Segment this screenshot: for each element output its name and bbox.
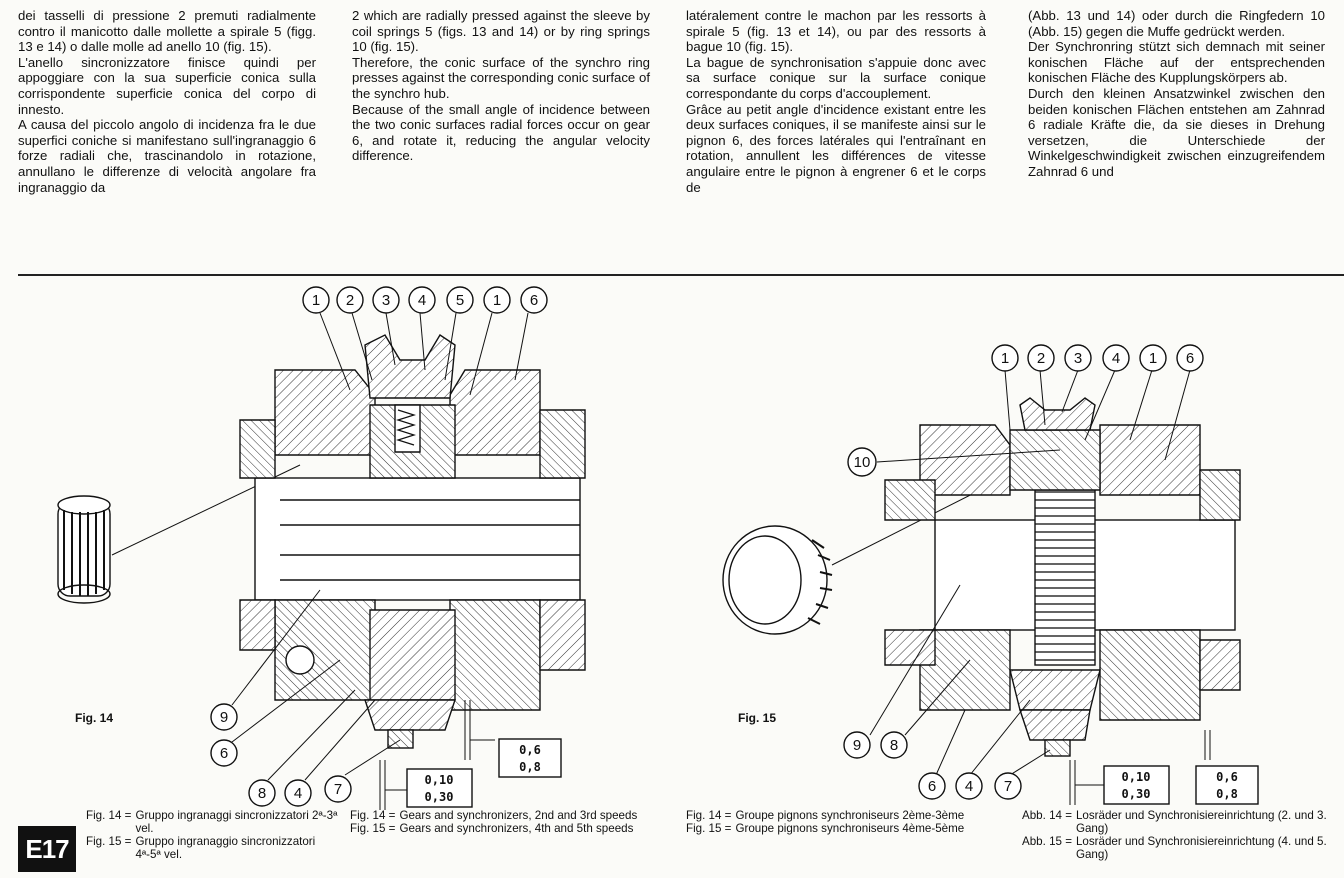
italian-caption: Fig. 14 =Gruppo ingranaggi sincronizzato… [86,809,342,861]
paragraph: Therefore, the conic surface of the sync… [352,54,650,101]
caption-value: Gears and synchronizers, 2nd and 3rd spe… [399,809,638,822]
paragraph: Der Synchronring stützt sich demnach mit… [1028,39,1325,86]
caption-value: Groupe pignons synchroniseurs 4ème-5ème [735,822,965,835]
caption-value: Losräder und Synchronisiereinrichtung (4… [1075,835,1327,861]
french-caption: Fig. 14 =Groupe pignons synchroniseurs 2… [686,809,986,835]
fig15-drawing [722,369,1241,805]
synchronizer-drawings [57,312,1241,810]
caption-key: Fig. 15 = [686,822,732,835]
german-text-column: (Abb. 13 und 14) oder durch die Ringfede… [1028,8,1325,180]
caption-value: Gruppo ingranaggio sincronizzatori 4ª-5ª… [135,835,316,861]
caption-key: Fig. 15 = [86,835,132,848]
caption-key: Abb. 14 = [1022,809,1072,822]
german-caption: Abb. 14 =Losräder und Synchronisiereinri… [1022,809,1334,861]
paragraph: A causa del piccolo angolo di incidenza … [18,117,316,195]
caption-key: Fig. 14 = [86,809,132,822]
caption-key: Fig. 14 = [350,809,396,822]
paragraph: Grâce au petit angle d'incidence existan… [686,101,986,195]
paragraph: Durch den kleinen Ansatzwinkel zwischen … [1028,85,1325,179]
paragraph: latéralement contre le machon par les re… [686,8,986,55]
italian-text-column: dei tasselli di pressione 2 premuti radi… [18,8,316,195]
english-caption: Fig. 14 =Gears and synchronizers, 2nd an… [350,809,660,835]
paragraph: L'anello sincronizzatore finisce quindi … [18,54,316,117]
paragraph: (Abb. 13 und 14) oder durch die Ringfede… [1028,8,1325,39]
page-badge: E17 [18,826,76,872]
needle-bearing-sketch [57,464,301,604]
caption-key: Fig. 15 = [350,822,396,835]
paragraph: La bague de synchronisation s'appuie don… [686,54,986,101]
section-divider [18,274,1344,276]
fig14-drawing [57,312,586,810]
caption-value: Gruppo ingranaggi sincronizzatori 2ª-3ª … [135,809,338,835]
english-text-column: 2 which are radially pressed against the… [352,8,650,164]
paragraph: 2 which are radially pressed against the… [352,8,650,55]
caption-key: Abb. 15 = [1022,835,1072,848]
fig15-label: Fig. 15 [738,711,777,725]
caption-value: Groupe pignons synchroniseurs 2ème-3ème [735,809,965,822]
french-text-column: latéralement contre le machon par les re… [686,8,986,195]
paragraph: dei tasselli di pressione 2 premuti radi… [18,8,316,55]
caption-value: Losräder und Synchronisiereinrichtung (2… [1075,809,1327,835]
caption-value: Gears and synchronizers, 4th and 5th spe… [399,822,634,835]
needle-bearing-sketch [722,479,1001,635]
fig14-label: Fig. 14 [75,711,114,725]
paragraph: Because of the small angle of incidence … [352,101,650,164]
caption-key: Fig. 14 = [686,809,732,822]
